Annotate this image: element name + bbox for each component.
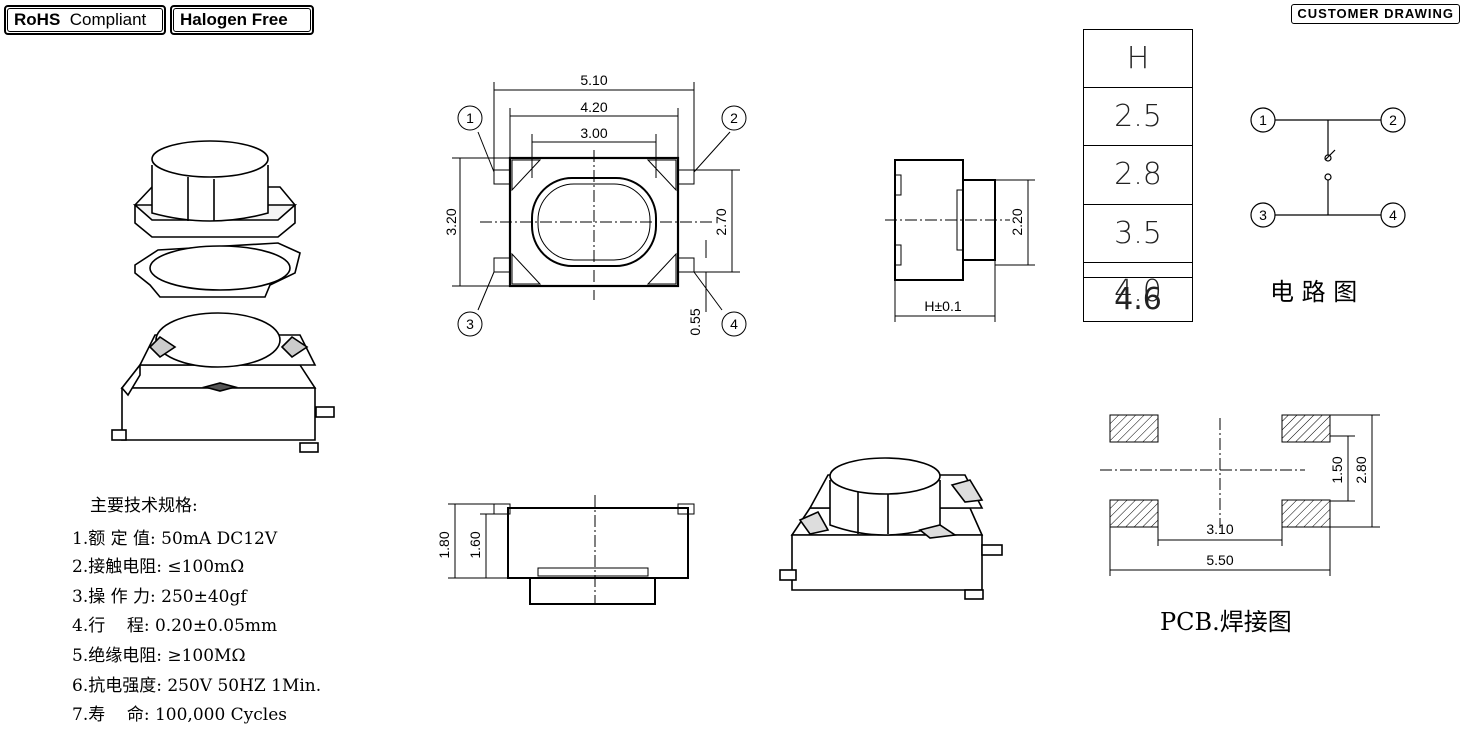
pcb-pad bbox=[1109, 414, 1159, 443]
height-value: 2.8 bbox=[1084, 146, 1192, 205]
circuit-pin-2: 2 bbox=[1389, 112, 1397, 128]
dim-280: 2.80 bbox=[1353, 456, 1369, 483]
height-value: 4.0 bbox=[1114, 274, 1162, 310]
circuit-pin-1: 1 bbox=[1259, 112, 1267, 128]
height-value: 3.5 bbox=[1084, 205, 1192, 263]
dim-270: 2.70 bbox=[713, 208, 729, 235]
spec-title: 主要技术规格: bbox=[90, 496, 198, 516]
circuit-diagram: 1 2 3 4 bbox=[1250, 107, 1406, 228]
spec-line-6: 6.抗电强度: 250V 50HZ 1Min. bbox=[72, 676, 322, 696]
spec-line-2: 2.接触电阻: ≤100mΩ bbox=[72, 557, 245, 577]
dim-055: 0.55 bbox=[687, 308, 703, 335]
circuit-pin-3: 3 bbox=[1259, 207, 1267, 223]
dim-300: 3.00 bbox=[580, 125, 607, 141]
spec-line-5: 5.绝缘电阻: ≥100MΩ bbox=[72, 646, 246, 666]
dim-310: 3.10 bbox=[1206, 521, 1233, 537]
spec-line-3: 3.操 作 力: 250±40gf bbox=[72, 587, 247, 607]
rohs-badge: RoHS Compliant bbox=[4, 5, 166, 35]
pcb-pad bbox=[1281, 499, 1331, 528]
spec-line-7: 7.寿 命: 100,000 Cycles bbox=[72, 705, 288, 725]
spec-line-1: 1.额 定 值: 50mA DC12V bbox=[72, 529, 278, 549]
spec-line-4: 4.行 程: 0.20±0.05mm bbox=[72, 616, 278, 636]
front-view-drawing: 1.80 1.60 bbox=[436, 495, 695, 605]
pcb-pad bbox=[1281, 414, 1331, 443]
halogen-label: Halogen Free bbox=[173, 8, 311, 32]
dim-510: 5.10 bbox=[580, 72, 607, 88]
halogen-badge: Halogen Free bbox=[170, 5, 314, 35]
compliant-label: Compliant bbox=[69, 10, 147, 29]
height-value: 2.5 bbox=[1084, 88, 1192, 147]
circuit-pin-4: 4 bbox=[1389, 207, 1397, 223]
pin-4-label: 4 bbox=[730, 316, 738, 332]
dim-550: 5.50 bbox=[1206, 552, 1233, 568]
top-view-drawing: 5.10 4.20 3.00 3.20 2.70 0.55 1 2 3 4 bbox=[443, 72, 747, 337]
exploded-view-illustration bbox=[111, 140, 335, 453]
dim-160: 1.60 bbox=[467, 531, 483, 558]
height-table-header: H bbox=[1084, 30, 1192, 89]
pcb-layout-drawing: 1.50 2.80 3.10 5.50 bbox=[1100, 414, 1380, 576]
dim-150: 1.50 bbox=[1329, 456, 1345, 483]
pcb-caption: PCB.焊接图 bbox=[1160, 608, 1292, 636]
circuit-caption: 电 路 图 bbox=[1270, 278, 1358, 306]
pin-1-label: 1 bbox=[466, 110, 474, 126]
height-table: H 2.5 2.8 3.5 4.0 bbox=[1083, 29, 1193, 322]
pcb-pad bbox=[1109, 499, 1159, 528]
pin-3-label: 3 bbox=[466, 316, 474, 332]
side-view-drawing: 2.20 H±0.1 bbox=[885, 159, 1035, 322]
customer-drawing-label: CUSTOMER DRAWING bbox=[1291, 4, 1460, 24]
dim-h: H±0.1 bbox=[924, 298, 961, 314]
pin-2-label: 2 bbox=[730, 110, 738, 126]
rohs-label: RoHS bbox=[14, 10, 61, 29]
assembled-view-illustration bbox=[779, 457, 1003, 600]
height-value: 4.6 bbox=[1083, 277, 1193, 322]
dim-180: 1.80 bbox=[436, 531, 452, 558]
dim-320: 3.20 bbox=[443, 208, 459, 235]
dim-420: 4.20 bbox=[580, 99, 607, 115]
dim-220: 2.20 bbox=[1009, 208, 1025, 235]
